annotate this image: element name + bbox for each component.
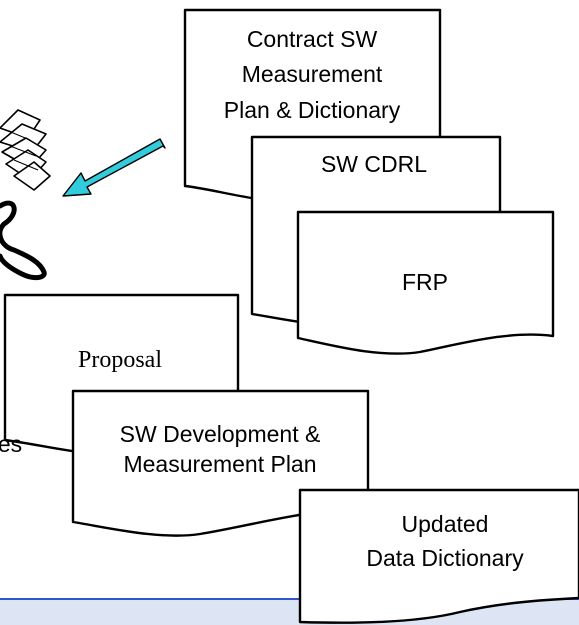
sw-cdrl-label: SW CDRL xyxy=(321,151,427,177)
frp-document: FRP xyxy=(296,210,555,355)
updated-dict-line1: Updated xyxy=(402,511,489,537)
sw-dev-plan-line1: SW Development & xyxy=(120,421,321,447)
sw-development-plan-document: SW Development & Measurement Plan xyxy=(71,389,370,537)
sw-dev-plan-line2: Measurement Plan xyxy=(123,451,316,477)
contract-line3: Plan & Dictionary xyxy=(224,97,401,123)
contract-line2: Measurement xyxy=(242,61,383,87)
updated-dict-line2: Data Dictionary xyxy=(366,545,524,571)
frp-label: FRP xyxy=(402,269,448,295)
paper-stack-icon xyxy=(0,109,51,281)
arrow-icon xyxy=(62,138,166,197)
proposal-label: Proposal xyxy=(78,347,162,373)
partial-label: es xyxy=(0,431,22,457)
updated-dictionary-document: Updated Data Dictionary xyxy=(298,488,579,624)
contract-line1: Contract SW xyxy=(247,26,378,52)
